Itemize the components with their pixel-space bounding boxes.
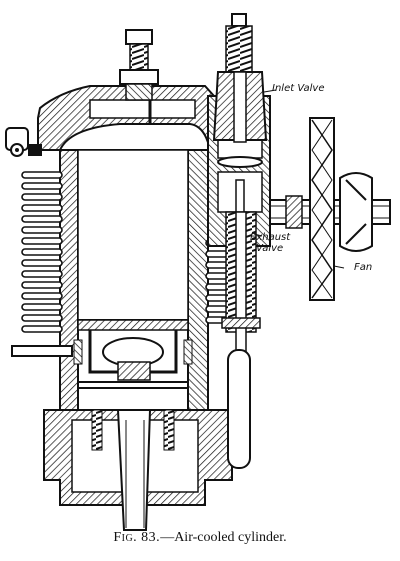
cooling-fins-right bbox=[205, 239, 229, 324]
spark-plug bbox=[119, 29, 159, 101]
cooling-fin bbox=[21, 270, 63, 278]
cooling-fin bbox=[21, 193, 63, 201]
exhaust-valve-label-line1: Exhaust bbox=[250, 232, 291, 243]
cooling-fin bbox=[21, 314, 63, 322]
figure-caption-text: —Air-cooled cylinder. bbox=[160, 530, 287, 545]
cooling-fin bbox=[21, 259, 63, 267]
cooling-fin bbox=[21, 182, 63, 190]
cooling-fin bbox=[21, 281, 63, 289]
figure-number: Fig. 83. bbox=[113, 530, 161, 545]
cooling-fin bbox=[21, 292, 63, 300]
fan-label: Fan bbox=[354, 262, 372, 273]
leader-lines bbox=[253, 89, 345, 269]
oil-pipe bbox=[11, 345, 73, 357]
piston bbox=[73, 319, 193, 383]
inlet-valve bbox=[212, 13, 268, 143]
exhaust-valve-label-line2: Valve bbox=[256, 243, 283, 254]
cooling-fin bbox=[21, 215, 63, 223]
cooling-fin bbox=[205, 261, 229, 269]
crankcase bbox=[43, 387, 233, 531]
figure-caption: Fig. 83.—Air-cooled cylinder. bbox=[0, 530, 400, 546]
inlet-valve-label: Inlet Valve bbox=[272, 83, 325, 94]
cooling-fin bbox=[21, 226, 63, 234]
cooling-fin bbox=[205, 294, 229, 302]
cooling-fin bbox=[21, 325, 63, 333]
cooling-fin bbox=[205, 272, 229, 280]
cooling-fin bbox=[21, 237, 63, 245]
cooling-fins bbox=[21, 171, 63, 333]
exhaust-valve bbox=[221, 211, 261, 469]
cooling-fin bbox=[205, 283, 229, 291]
cooling-fin bbox=[21, 204, 63, 212]
cooling-fin bbox=[21, 248, 63, 256]
cooling-fin bbox=[205, 305, 229, 313]
fan bbox=[309, 117, 373, 301]
priming-cock bbox=[5, 127, 42, 157]
cooling-fin bbox=[205, 250, 229, 258]
cooling-fin bbox=[21, 171, 63, 179]
cooling-fin bbox=[21, 303, 63, 311]
